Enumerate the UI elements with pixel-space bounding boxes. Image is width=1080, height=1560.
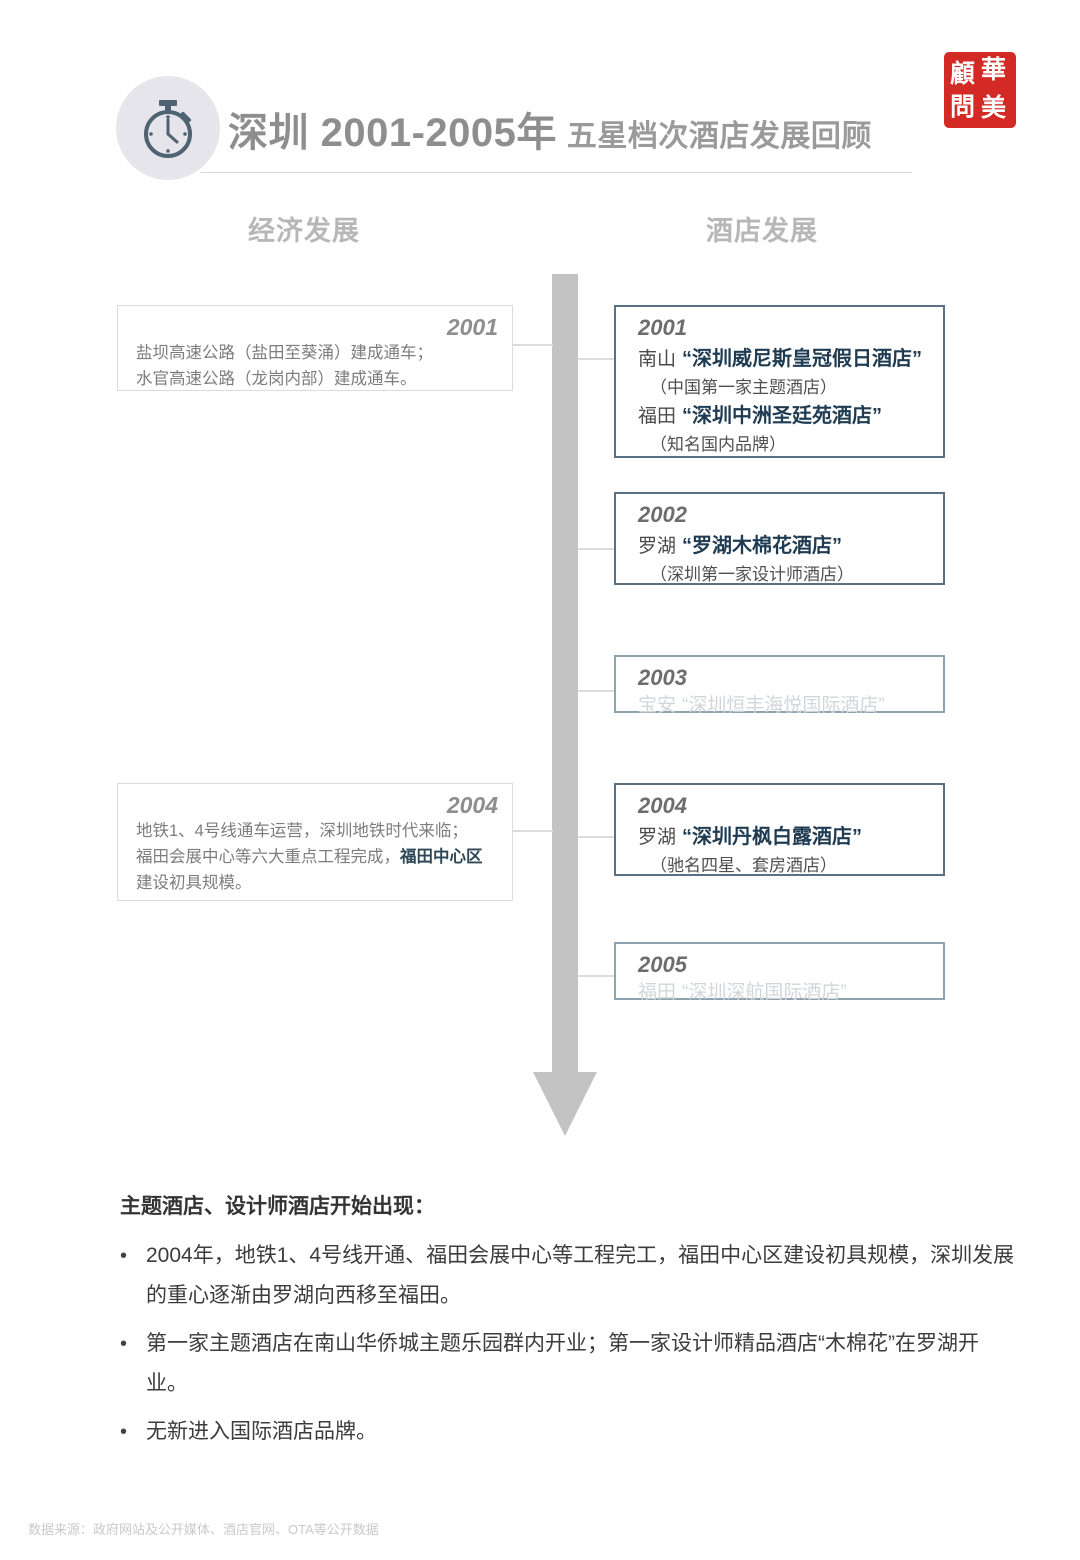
summary-section: 主题酒店、设计师酒店开始出现： • 2004年，地铁1、4号线开通、福田会展中心… (120, 1190, 1020, 1460)
seal-char-3: 問 (950, 92, 976, 121)
title-divider (200, 172, 912, 173)
hotel-event-2001: 2001 南山“深圳威尼斯皇冠假日酒店” （中国第一家主题酒店） 福田“深圳中洲… (614, 305, 945, 458)
seal-char-2: 華 (981, 55, 1007, 84)
company-seal-logo: 顧 華 問 美 (944, 52, 1016, 128)
hotel-2004-note-1: （驰名四星、套房酒店） (650, 856, 837, 875)
hotel-lines-2004: 罗湖“深圳丹枫白露酒店” （驰名四星、套房酒店） (638, 823, 933, 880)
stopwatch-icon (116, 76, 220, 180)
hotel-event-2004: 2004 罗湖“深圳丹枫白露酒店” （驰名四星、套房酒店） (614, 783, 945, 876)
economy-line-2: 水官高速公路（龙岗内部）建成通车。 (136, 370, 417, 388)
economy-year-2001: 2001 (446, 314, 498, 340)
hotel-2003-name-1: “深圳恒丰海悦国际酒店” (682, 695, 885, 716)
connector-right-2002 (578, 548, 614, 550)
hotel-2002-district-1: 罗湖 (638, 536, 677, 557)
bullet-text-2: 第一家主题酒店在南山华侨城主题乐园群内开业；第一家设计师精品酒店“木棉花”在罗湖… (146, 1332, 979, 1395)
hotel-year-2003: 2003 (638, 665, 687, 690)
hotel-2002-name-1: “罗湖木棉花酒店” (682, 535, 843, 557)
hotel-event-2002: 2002 罗湖“罗湖木棉花酒店” （深圳第一家设计师酒店） (614, 492, 945, 585)
hotel-2003-district-1: 宝安 (638, 695, 677, 716)
hotel-year-2004: 2004 (638, 793, 687, 818)
economy-2004-line-2: 福田会展中心等六大重点工程完成， (136, 848, 400, 866)
seal-char-4: 美 (981, 93, 1007, 122)
economy-2004-highlight: 福田中心区 (400, 848, 483, 866)
hotel-2002-note-1: （深圳第一家设计师酒店） (650, 565, 854, 584)
hotel-event-2005: 2005 福田“深圳深航国际酒店” (614, 942, 945, 1003)
hotel-2001-entry-2: 福田“深圳中洲圣廷苑酒店” (638, 402, 933, 431)
hotel-event-2003: 2003 宝安“深圳恒丰海悦国际酒店” (614, 655, 945, 716)
connector-right-2004 (578, 836, 614, 838)
hotel-2004-entry-1: 罗湖“深圳丹枫白露酒店” (638, 823, 933, 852)
summary-title: 主题酒店、设计师酒店开始出现： (120, 1195, 435, 1218)
economy-event-2001: 2001 盐坝高速公路（盐田至葵涌）建成通车； 水官高速公路（龙岗内部）建成通车… (117, 305, 513, 391)
summary-bullet-1: • 2004年，地铁1、4号线开通、福田会展中心等工程完工，福田中心区建设初具规… (120, 1236, 1020, 1316)
data-source-footnote: 数据来源：政府网站及公开媒体、酒店官网、OTA等公开数据 (28, 1522, 379, 1537)
hotel-2001-entry-1: 南山“深圳威尼斯皇冠假日酒店” (638, 345, 933, 374)
connector-left-2001 (513, 344, 553, 346)
connector-right-2003 (578, 690, 614, 692)
economy-line-1: 盐坝高速公路（盐田至葵涌）建成通车； (136, 344, 433, 362)
title-main-text: 深圳 2001-2005年 (228, 111, 557, 155)
bullet-text-3: 无新进入国际酒店品牌。 (146, 1420, 377, 1443)
hotel-2005-district-1: 福田 (638, 982, 677, 1003)
hotel-year-2001: 2001 (638, 315, 687, 340)
timeline-arrow-shaft (552, 274, 578, 1074)
economy-event-2004: 2004 地铁1、4号线通车运营，深圳地铁时代来临； 福田会展中心等六大重点工程… (117, 783, 513, 901)
hotel-year-2002: 2002 (638, 502, 687, 527)
connector-right-2005 (578, 975, 614, 977)
hotel-lines-2002: 罗湖“罗湖木棉花酒店” （深圳第一家设计师酒店） (638, 532, 933, 589)
stopwatch-glyph (144, 100, 192, 158)
bullet-marker-2: • (120, 1333, 128, 1355)
column-heading-economy: 经济发展 (248, 216, 360, 246)
economy-body-2001: 盐坝高速公路（盐田至葵涌）建成通车； 水官高速公路（龙岗内部）建成通车。 (136, 340, 498, 392)
page-title: 深圳 2001-2005年五星档次酒店发展回顾 (228, 100, 872, 158)
hotel-2001-name-1: “深圳威尼斯皇冠假日酒店” (682, 348, 923, 370)
economy-body-2004: 地铁1、4号线通车运营，深圳地铁时代来临； 福田会展中心等六大重点工程完成，福田… (136, 818, 498, 896)
page-header: 深圳 2001-2005年五星档次酒店发展回顾 顧 華 問 美 (0, 0, 1080, 200)
hotel-lines-2003: 宝安“深圳恒丰海悦国际酒店” (638, 691, 933, 720)
connector-right-2001 (578, 358, 614, 360)
column-heading-hotel: 酒店发展 (706, 216, 818, 246)
hotel-2002-entry-1: 罗湖“罗湖木棉花酒店” (638, 532, 933, 561)
timeline-arrow-head (533, 1072, 597, 1136)
summary-bullet-2: • 第一家主题酒店在南山华侨城主题乐园群内开业；第一家设计师精品酒店“木棉花”在… (120, 1324, 1020, 1404)
bullet-text-1: 2004年，地铁1、4号线开通、福田会展中心等工程完工，福田中心区建设初具规模，… (146, 1244, 1015, 1307)
economy-2004-tail: 建设初具规模。 (136, 874, 252, 892)
hotel-2004-district-1: 罗湖 (638, 827, 677, 848)
economy-year-2004: 2004 (446, 792, 498, 818)
hotel-2001-district-1: 南山 (638, 349, 677, 370)
hotel-2001-district-2: 福田 (638, 406, 677, 427)
summary-bullet-3: • 无新进入国际酒店品牌。 (120, 1412, 1020, 1452)
hotel-2005-name-1: “深圳深航国际酒店” (682, 982, 847, 1003)
title-sub-text: 五星档次酒店发展回顾 (566, 120, 872, 153)
connector-left-2004 (513, 830, 553, 832)
hotel-2001-note-2: （知名国内品牌） (650, 435, 786, 454)
hotel-2003-entry-1: 宝安“深圳恒丰海悦国际酒店” (638, 691, 933, 720)
hotel-year-2005: 2005 (638, 952, 687, 977)
hotel-2001-name-2: “深圳中洲圣廷苑酒店” (682, 405, 883, 427)
seal-char-1: 顧 (950, 59, 976, 88)
hotel-2005-entry-1: 福田“深圳深航国际酒店” (638, 978, 933, 1007)
economy-2004-line-1: 地铁1、4号线通车运营，深圳地铁时代来临； (136, 822, 468, 840)
hotel-lines-2001: 南山“深圳威尼斯皇冠假日酒店” （中国第一家主题酒店） 福田“深圳中洲圣廷苑酒店… (638, 345, 933, 459)
bullet-marker-1: • (120, 1245, 128, 1267)
bullet-marker-3: • (120, 1421, 128, 1443)
hotel-2001-note-1: （中国第一家主题酒店） (650, 378, 837, 397)
hotel-2004-name-1: “深圳丹枫白露酒店” (682, 826, 863, 848)
hotel-lines-2005: 福田“深圳深航国际酒店” (638, 978, 933, 1007)
